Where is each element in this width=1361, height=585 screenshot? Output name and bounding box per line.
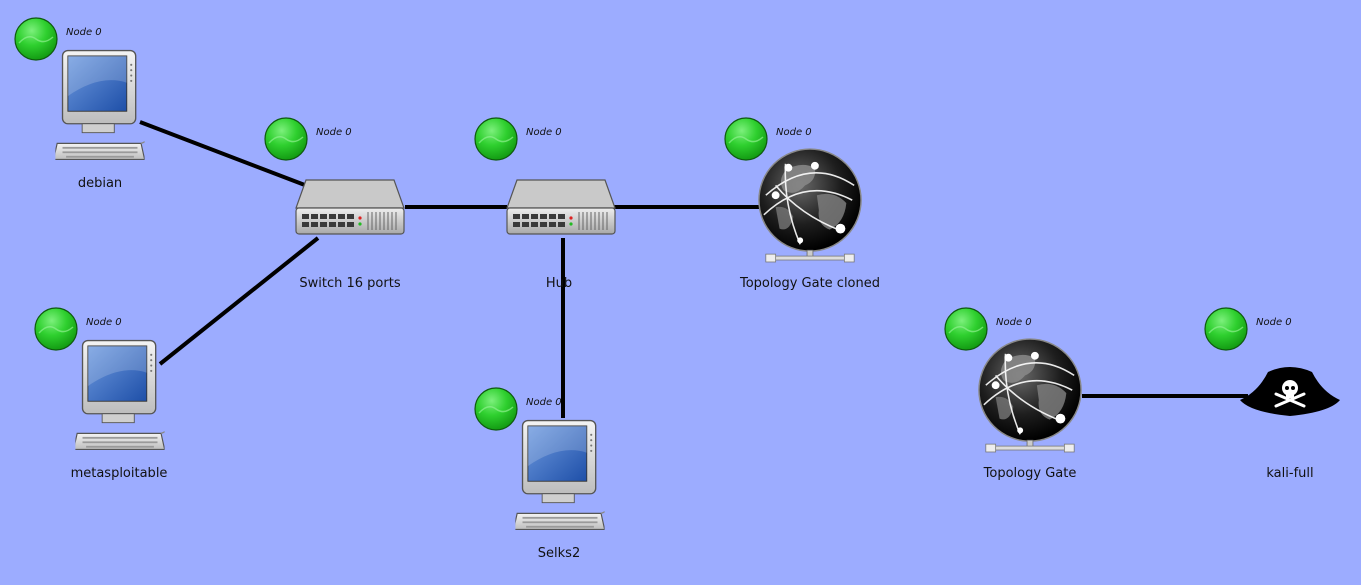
node-label: debian <box>77 176 123 191</box>
status-indicator-icon <box>264 117 308 161</box>
node-id-label: Node 0 <box>66 27 102 38</box>
node-id-label: Node 0 <box>996 317 1032 328</box>
link-metasploitable-switch[interactable] <box>158 236 320 366</box>
link-debian-switch[interactable] <box>139 120 311 189</box>
computer-icon[interactable] <box>45 47 155 163</box>
node-label: metasploitable <box>70 466 168 481</box>
hub-icon[interactable] <box>505 178 617 242</box>
node-id-label: Node 0 <box>86 317 122 328</box>
switch-icon[interactable] <box>294 178 406 242</box>
status-indicator-icon <box>1204 307 1248 351</box>
node-label: kali-full <box>1266 466 1314 481</box>
node-id-label: Node 0 <box>526 127 562 138</box>
computer-icon[interactable] <box>65 337 175 453</box>
computer-icon[interactable] <box>505 417 615 533</box>
node-id-label: Node 0 <box>1256 317 1292 328</box>
node-label: Topology Gate cloned <box>739 276 881 291</box>
node-id-label: Node 0 <box>316 127 352 138</box>
node-label: Topology Gate <box>983 466 1077 481</box>
node-label: Switch 16 ports <box>299 276 401 291</box>
globe-icon[interactable] <box>756 146 864 268</box>
node-label: Selks2 <box>537 546 581 561</box>
node-id-label: Node 0 <box>776 127 812 138</box>
node-id-label: Node 0 <box>526 397 562 408</box>
globe-icon[interactable] <box>976 336 1084 458</box>
pirate-hat-icon[interactable] <box>1238 364 1342 420</box>
node-label: Hub <box>545 276 573 291</box>
status-indicator-icon <box>474 117 518 161</box>
